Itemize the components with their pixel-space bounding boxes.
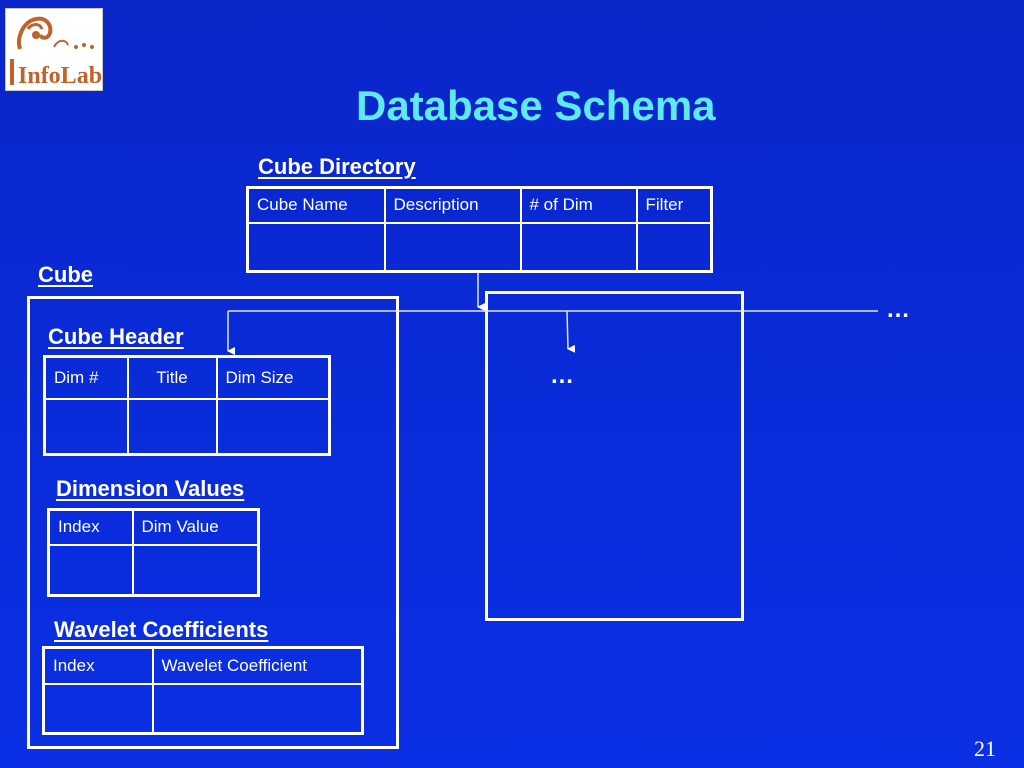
logo-graphic: InfoLab: [10, 16, 102, 89]
table-cell: [151, 682, 364, 735]
slide-title: Database Schema: [356, 82, 716, 129]
table-cell: [126, 397, 218, 456]
table-cell: [215, 397, 331, 456]
column-header: Index: [47, 508, 134, 546]
next-cube-pointer-arrow: [566, 310, 576, 353]
table-cell: [42, 682, 154, 735]
column-header: Filter: [635, 186, 713, 224]
table-row: [42, 682, 364, 735]
ellipsis-more-cubes: …: [886, 296, 913, 323]
column-header: Index: [42, 646, 154, 685]
dimension-values-heading: Dimension Values: [56, 476, 245, 501]
table-header-row: Dim # Title Dim Size: [43, 355, 331, 400]
column-header: Title: [126, 355, 218, 400]
table-row: [43, 397, 331, 456]
table-cell: [47, 543, 134, 597]
table-cell: [383, 221, 522, 273]
table-cell: [246, 221, 386, 273]
cube-directory-table: Cube Name Description # of Dim Filter: [246, 186, 713, 273]
table-cell: [43, 397, 129, 456]
ellipsis-inner: …: [550, 362, 577, 389]
cube-directory-heading: Cube Directory: [258, 154, 416, 179]
table-cell: [519, 221, 638, 273]
column-header: Wavelet Coefficient: [151, 646, 364, 685]
column-header: Dim Size: [215, 355, 331, 400]
cube-header-heading: Cube Header: [48, 324, 184, 349]
column-header: Cube Name: [246, 186, 386, 224]
wavelet-coefficients-heading: Wavelet Coefficients: [54, 617, 269, 642]
table-header-row: Index Wavelet Coefficient: [42, 646, 364, 685]
cube-box: [27, 296, 399, 749]
dimension-values-table: Index Dim Value: [47, 508, 260, 597]
table-header-row: Index Dim Value: [47, 508, 260, 546]
table-row: [246, 221, 713, 273]
page-number: 21: [974, 736, 996, 761]
table-cell: [635, 221, 713, 273]
cube-heading: Cube: [38, 262, 93, 287]
column-header: Description: [383, 186, 522, 224]
column-header: Dim #: [43, 355, 129, 400]
cube-header-table: Dim # Title Dim Size: [43, 355, 331, 456]
table-row: [47, 543, 260, 597]
logo-wordmark: InfoLab: [18, 63, 102, 89]
table-cell: [131, 543, 260, 597]
table-header-row: Cube Name Description # of Dim Filter: [246, 186, 713, 224]
infolab-logo: InfoLab: [5, 8, 103, 91]
column-header: # of Dim: [519, 186, 638, 224]
wavelet-coefficients-table: Index Wavelet Coefficient: [42, 646, 364, 735]
column-header: Dim Value: [131, 508, 260, 546]
cube-box-next: [485, 291, 744, 621]
